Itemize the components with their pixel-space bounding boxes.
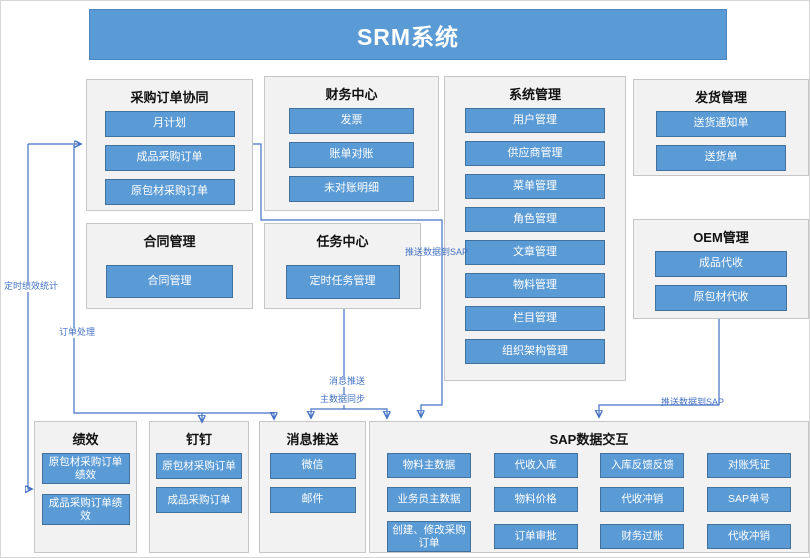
- module-item[interactable]: 原包材代收: [655, 285, 787, 311]
- module-item[interactable]: 未对账明细: [289, 176, 414, 202]
- label-timed-performance: 定时绩效统计: [3, 281, 60, 292]
- module-item[interactable]: 发票: [289, 108, 414, 134]
- sap-module-item[interactable]: 代收入库: [493, 453, 578, 478]
- wire-timed-performance: [28, 144, 31, 489]
- group-title: 系统管理: [508, 87, 561, 102]
- module-item[interactable]: 原包材采购订单: [104, 179, 235, 205]
- label-push-to-sap-right: 推送数据到SAP: [661, 397, 725, 407]
- sap-module-item[interactable]: 对账凭证: [706, 453, 791, 478]
- group-title: 钉钉: [185, 432, 212, 447]
- sap-module-item[interactable]: 业务员主数据: [387, 487, 471, 512]
- group-oem-management: OEM管理 成品代收原包材代收: [633, 219, 809, 319]
- group-title: 合同管理: [143, 234, 196, 249]
- sap-module-item[interactable]: 代收冲销: [706, 524, 791, 550]
- label-master-data-sync: 主数据同步: [319, 394, 367, 405]
- module-item[interactable]: 成品代收: [655, 251, 787, 277]
- sap-module-item[interactable]: 物料价格: [493, 487, 578, 512]
- module-item[interactable]: 原包材采购订单绩效: [41, 453, 130, 485]
- module-item[interactable]: 月计划: [104, 111, 235, 137]
- sap-module-item[interactable]: 财务过账: [600, 524, 685, 550]
- sap-module-item[interactable]: 物料主数据: [387, 453, 471, 478]
- module-item[interactable]: 菜单管理: [465, 174, 605, 199]
- module-item[interactable]: 原包材采购订单: [156, 453, 242, 479]
- module-item[interactable]: 账单对账: [289, 142, 414, 168]
- module-item[interactable]: 文章管理: [465, 240, 605, 265]
- group-sap-data-exchange: SAP数据交互 物料主数据代收入库入库反馈反馈对账凭证业务员主数据物料价格代收冲…: [369, 421, 809, 553]
- module-item[interactable]: 送货单: [656, 145, 786, 171]
- group-message-push: 消息推送 微信邮件: [259, 421, 366, 553]
- sap-module-item[interactable]: 订单审批: [493, 524, 578, 550]
- system-title-banner: SRM系统: [89, 9, 727, 60]
- module-item[interactable]: 送货通知单: [656, 111, 786, 137]
- module-item[interactable]: 成品采购订单: [156, 487, 242, 513]
- sap-module-item[interactable]: 入库反馈反馈: [600, 453, 685, 478]
- module-item[interactable]: 成品采购订单: [104, 145, 235, 171]
- group-title: OEM管理: [693, 230, 749, 245]
- group-system-management: 系统管理 用户管理供应商管理菜单管理角色管理文章管理物料管理栏目管理组织架构管理: [444, 76, 626, 381]
- group-contract-management: 合同管理 合同管理: [86, 223, 253, 309]
- label-message-push: 消息推送: [328, 376, 367, 387]
- group-title: 任务中心: [316, 234, 369, 249]
- group-task-center: 任务中心 定时任务管理: [264, 223, 421, 309]
- group-title: 消息推送: [286, 432, 339, 447]
- group-title: 发货管理: [694, 90, 747, 105]
- sap-module-item[interactable]: SAP单号: [706, 487, 791, 512]
- module-item[interactable]: 物料管理: [465, 273, 605, 298]
- group-performance: 绩效 原包材采购订单绩效成品采购订单绩效: [34, 421, 137, 553]
- label-order-processing: 订单处理: [58, 327, 97, 338]
- module-item[interactable]: 微信: [269, 453, 356, 479]
- wire-task-to-message: [311, 408, 344, 417]
- wire-task-to-sap: [344, 408, 387, 417]
- module-item[interactable]: 供应商管理: [465, 141, 605, 166]
- system-title: SRM系统: [356, 23, 460, 50]
- module-item[interactable]: 定时任务管理: [285, 265, 400, 299]
- module-item[interactable]: 用户管理: [465, 108, 605, 133]
- module-item[interactable]: 合同管理: [106, 265, 233, 298]
- module-item[interactable]: 邮件: [269, 487, 356, 513]
- group-title: SAP数据交互: [549, 432, 629, 447]
- module-item[interactable]: 组织架构管理: [465, 339, 605, 364]
- module-item[interactable]: 栏目管理: [465, 306, 605, 331]
- group-finance-center: 财务中心 发票账单对账未对账明细: [264, 76, 439, 211]
- sap-module-item[interactable]: 代收冲销: [600, 487, 685, 512]
- group-purchase-order-collab: 采购订单协同 月计划成品采购订单原包材采购订单: [86, 79, 253, 211]
- label-push-to-sap-mid: 推送数据到SAP: [405, 247, 469, 257]
- group-title: 采购订单协同: [130, 90, 209, 105]
- group-dingtalk: 钉钉 原包材采购订单成品采购订单: [149, 421, 249, 553]
- module-item[interactable]: 成品采购订单绩效: [41, 494, 130, 526]
- sap-module-item[interactable]: 创建、修改采购订单: [387, 521, 471, 553]
- group-title: 财务中心: [325, 87, 378, 102]
- module-item[interactable]: 角色管理: [465, 207, 605, 232]
- group-title: 绩效: [72, 432, 99, 447]
- group-shipping-management: 发货管理 送货通知单送货单: [633, 79, 809, 176]
